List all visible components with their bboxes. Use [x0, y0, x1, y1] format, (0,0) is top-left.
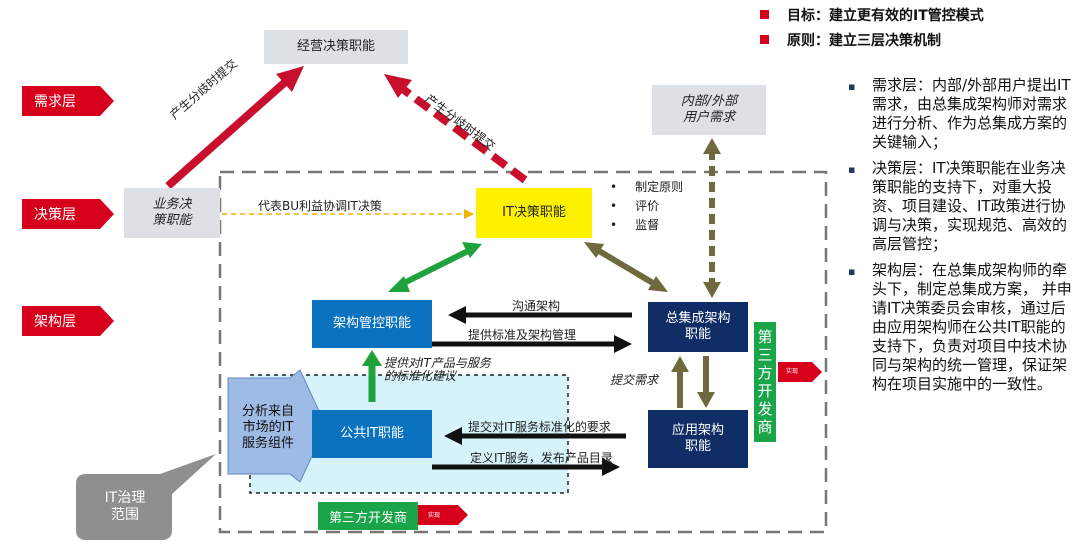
arch-control-box: 架构管控职能: [312, 300, 432, 348]
label-bu-coord: 代表BU利益协调IT决策: [258, 199, 382, 213]
item-text: 监督: [635, 218, 660, 232]
principle-text: 原则：建立三层决策机制: [787, 33, 941, 49]
arrow-it-arch: [396, 247, 472, 289]
third-party-bottom: 第三方开发商: [318, 502, 418, 530]
realize-text-bottom: 实现: [428, 512, 441, 519]
bu-decision-box: 业务决 策职能: [124, 188, 220, 238]
goal-line: 目标：建立更有效的IT管控模式: [760, 5, 984, 25]
layer-label-architecture: 架构层: [34, 314, 76, 330]
public-it-box: 公共IT职能: [312, 410, 432, 458]
layer-label-demand: 需求层: [34, 94, 76, 110]
realize-tag-bottom: [418, 505, 468, 525]
explanation-text: 决策层：IT决策职能在业务决策职能的支持下，对重大投资、项目建设、IT政策进行协…: [872, 159, 1068, 253]
principle-line: 原则：建立三层决策机制: [760, 30, 941, 50]
label-submit-std-req: 提交对IT服务标准化的要求: [468, 420, 611, 434]
realize-text-right: 实现: [786, 368, 799, 375]
explanation-item-decision: ▪ 决策层：IT决策职能在业务决策职能的支持下，对重大投资、项目建设、IT政策进行…: [844, 159, 1072, 254]
arrow-it-to-business: [393, 80, 528, 184]
label-provide-products: 提供对IT产品与服务 的标准化建议: [384, 356, 491, 383]
layer-tag-architecture: [22, 306, 114, 336]
it-decision-box: IT决策职能: [476, 188, 592, 238]
business-decision-box: 经营决策职能: [264, 30, 408, 64]
label-communicate: 沟通架构: [512, 299, 561, 313]
analysis-label: 分析来自 市场的IT 服务组件: [241, 403, 294, 452]
governance-callout-shape: [76, 454, 216, 540]
explanation-item-architecture: ▪ 架构层：在总集成架构师的牵头下，制定总集成方案， 并申请IT决策委员会审核，通…: [844, 261, 1072, 394]
layer-label-decision: 决策层: [34, 207, 76, 223]
layer-tag-demand: [22, 86, 114, 116]
explanation-item-demand: ▪ 需求层：内部/外部用户提出IT需求，由总集成架构师对需求进行分析、作为总集成方…: [844, 76, 1072, 152]
explanation-text: 架构层：在总集成架构师的牵头下，制定总集成方案， 并申请IT决策委员会审核，通过…: [872, 261, 1072, 393]
governance-label: IT治理 范围: [104, 489, 146, 524]
item-text: 制定原则: [635, 180, 684, 194]
arrow-bu-to-business: [165, 73, 295, 189]
realize-tag-right: [778, 362, 822, 382]
external-needs-box: 内部/外部 用户需求: [652, 85, 766, 135]
it-decision-item: •评价: [610, 199, 660, 213]
diagram-canvas: [22, 66, 828, 540]
it-decision-item: •制定原则: [610, 180, 684, 194]
explanation-text: 需求层：内部/外部用户提出IT需求，由总集成架构师对需求进行分析、作为总集成方案…: [872, 76, 1071, 151]
it-decision-items: •制定原则 •评价 •监督: [610, 178, 683, 235]
layer-tag-decision: [22, 199, 114, 229]
governance-frame: [218, 170, 828, 534]
explanation-list: ▪ 需求层：内部/外部用户提出IT需求，由总集成架构师对需求进行分析、作为总集成方…: [844, 76, 1072, 401]
square-bullet-icon: ▪: [848, 265, 856, 278]
item-text: 评价: [635, 199, 660, 213]
bullet-square: [760, 10, 769, 19]
label-define-service: 定义IT服务，发布产品目录: [470, 451, 613, 465]
square-bullet-icon: ▪: [848, 80, 856, 93]
third-party-vertical: 第 三 方 开 发 商: [754, 322, 776, 442]
square-bullet-icon: ▪: [848, 163, 856, 176]
chief-arch-box: 总集成架构 职能: [648, 302, 748, 352]
label-submit-needs: 提交需求: [610, 373, 659, 387]
label-provide-std: 提供标准及架构管理: [468, 328, 577, 342]
app-arch-box: 应用架构 职能: [648, 410, 748, 468]
arrow-it-chief: [592, 245, 660, 289]
goal-text: 目标：建立更有效的IT管控模式: [787, 8, 984, 24]
bullet-square: [760, 35, 769, 44]
it-decision-item: •监督: [610, 218, 660, 232]
